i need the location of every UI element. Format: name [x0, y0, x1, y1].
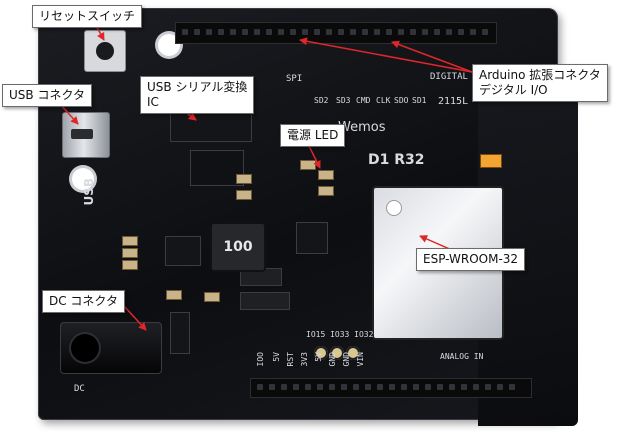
silk-sd3: SD3 — [336, 96, 351, 105]
smd-led — [318, 170, 334, 180]
smd-resistor — [122, 236, 138, 246]
callout-power-led-text: 電源 LED — [287, 128, 339, 142]
callout-arduino-line2: デジタル I/O — [479, 83, 548, 97]
dc-jack-ring — [71, 334, 99, 362]
silk-analog: ANALOG IN — [440, 352, 484, 361]
header-pins-bottom — [257, 384, 515, 390]
callout-usb-serial-ic: USB シリアル変換 IC — [140, 76, 255, 114]
silk-brand: Wemos — [338, 120, 386, 135]
silk-model: D1 R32 — [368, 152, 425, 168]
silk-dc: DC — [74, 384, 85, 394]
callout-esp-wroom: ESP-WROOM-32 — [416, 248, 526, 271]
smd-part — [236, 174, 252, 184]
silk-cmd: CMD — [356, 96, 371, 105]
crystal — [296, 222, 328, 254]
callout-dc-text: DC コネクタ — [49, 294, 118, 308]
reset-switch — [84, 30, 126, 72]
callout-reset-text: リセットスイッチ — [39, 9, 136, 23]
inductor-value: 100 — [223, 239, 253, 255]
callout-power-led: 電源 LED — [280, 124, 346, 147]
pointer-arduino-1 — [299, 37, 473, 73]
pointer-usb — [59, 103, 79, 125]
inductor: 100 — [210, 222, 266, 272]
callout-usb-serial-line2: IC — [147, 95, 159, 109]
silk-sd2: SD2 — [314, 96, 329, 105]
callout-usb-connector: USB コネクタ — [2, 84, 92, 107]
silk-clk: CLK — [376, 96, 391, 105]
silk-spi: SPI — [286, 74, 303, 84]
header-pins-top — [182, 29, 488, 35]
callout-esp-text: ESP-WROOM-32 — [423, 252, 519, 266]
status-led — [480, 154, 502, 168]
reset-switch-cap — [96, 42, 114, 60]
callout-usb-text: USB コネクタ — [9, 88, 85, 102]
digital-header-top — [175, 22, 497, 44]
pointer-arduino-2 — [391, 40, 473, 73]
mounting-hole-left — [72, 168, 94, 190]
smd-part — [318, 186, 334, 196]
diode — [170, 312, 190, 354]
voltage-regulator — [165, 236, 201, 266]
callout-reset-switch: リセットスイッチ — [32, 5, 143, 28]
usb-slot — [71, 129, 93, 139]
silk-sdo: SDO — [394, 96, 409, 105]
usb-connector — [62, 112, 110, 158]
io-via — [330, 346, 344, 360]
pointer-dc — [123, 305, 147, 331]
silk-digital: DIGITAL — [430, 72, 468, 82]
esp-marker — [386, 200, 402, 216]
smd-resistor — [122, 260, 138, 270]
callout-arduino-line1: Arduino 拡張コネクタ — [479, 68, 601, 82]
callout-usb-serial-line1: USB シリアル変換 — [147, 80, 248, 94]
silk-corner-number: 2115L — [438, 96, 469, 107]
power-header-bottom — [250, 378, 532, 398]
io-via — [346, 346, 360, 360]
smd-part — [236, 190, 252, 200]
capacitor-block-2 — [240, 292, 290, 310]
smd-resistor — [122, 248, 138, 258]
callout-dc-connector: DC コネクタ — [42, 290, 125, 313]
regulator-ic — [190, 150, 244, 186]
mounting-hole-top — [158, 34, 180, 56]
silk-sd1: SD1 — [412, 96, 427, 105]
callout-arduino-connector: Arduino 拡張コネクタ デジタル I/O — [472, 64, 608, 102]
io-via — [314, 346, 328, 360]
silk-io-pins: IO15 IO33 IO32 — [306, 330, 374, 339]
smd-resistor — [204, 292, 220, 302]
smd-resistor — [166, 290, 182, 300]
